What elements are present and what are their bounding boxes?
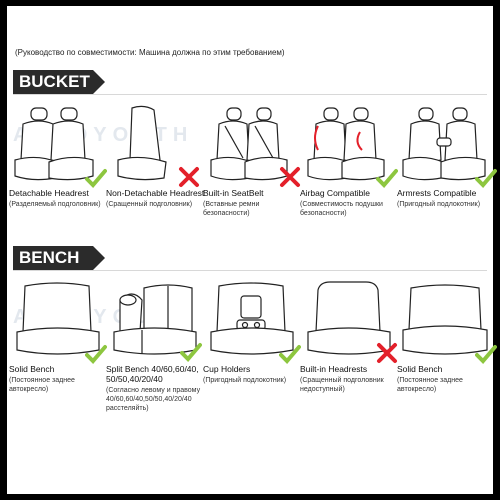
bench-seat-illustration bbox=[402, 284, 488, 355]
check-icon bbox=[279, 345, 301, 364]
item-subtitle: (Сращенный подголовник недоступный) bbox=[300, 377, 384, 393]
bucket-seat-illustration bbox=[117, 105, 167, 181]
bench-seat-illustration bbox=[307, 281, 391, 355]
bench-seat-illustration bbox=[113, 284, 197, 355]
item-subtitle: (Вставные ремни безопасности) bbox=[203, 201, 260, 217]
item-subtitle: (Пригодный подлокотник) bbox=[397, 201, 481, 208]
item-title: Armrests Compatible bbox=[397, 188, 477, 198]
item-subtitle: (Разделяемый подголовник) bbox=[9, 201, 101, 208]
item-subtitle: (Сращенный подголовник) bbox=[106, 201, 193, 208]
item-title: Split Bench 40/60,60/40, 50/50,40/20/40 bbox=[106, 364, 199, 384]
bucket-seat-illustration bbox=[210, 107, 288, 181]
item-title: Non-Detachable Headrest bbox=[106, 188, 205, 198]
compatibility-guide: (Руководство по совместимости: Машина до… bbox=[7, 6, 497, 494]
bench-heading: BENCH bbox=[13, 246, 105, 270]
bench-seat-illustration bbox=[210, 282, 294, 355]
bucket-item-non-detachable-headrest: Non-Detachable Headrest (Сращенный подго… bbox=[106, 102, 206, 209]
bucket-seat-illustration bbox=[307, 107, 385, 181]
item-title: Solid Bench bbox=[9, 364, 55, 374]
bucket-seat-illustration bbox=[402, 107, 486, 181]
bench-item-solid-bench-2: Solid Bench (Постоянное заднее автокресл… bbox=[397, 280, 497, 394]
bucket-seat-illustration bbox=[14, 107, 94, 181]
check-icon bbox=[475, 169, 497, 188]
bench-seat-illustration bbox=[16, 282, 100, 355]
item-title: Built-in SeatBelt bbox=[203, 188, 264, 198]
cross-icon bbox=[179, 167, 199, 187]
divider bbox=[13, 270, 487, 271]
item-title: Detachable Headrest bbox=[9, 188, 89, 198]
check-icon bbox=[475, 345, 497, 364]
cross-icon bbox=[377, 343, 397, 363]
bench-item-solid-bench: Solid Bench (Постоянное заднее автокресл… bbox=[9, 280, 109, 394]
cross-icon bbox=[280, 167, 300, 187]
item-title: Airbag Compatible bbox=[300, 188, 370, 198]
item-title: Cup Holders bbox=[203, 364, 251, 374]
divider bbox=[13, 94, 487, 95]
check-icon bbox=[85, 345, 107, 364]
item-title: Built-in Headrests bbox=[300, 364, 368, 374]
bench-item-built-in-headrests: Built-in Headrests (Сращенный подголовни… bbox=[300, 280, 400, 394]
item-subtitle: (Совместимость подушки безопасности) bbox=[300, 201, 383, 217]
item-subtitle: (Постоянное заднее автокресло) bbox=[397, 377, 463, 393]
item-subtitle: (Согласно левому и правому 40/60,60/40,5… bbox=[106, 387, 201, 412]
bucket-item-detachable-headrest: Detachable Headrest (Разделяемый подголо… bbox=[9, 102, 109, 209]
item-subtitle: (Пригодный подлокотник) bbox=[203, 377, 287, 384]
bucket-item-built-in-seatbelt: Built-in SeatBelt (Вставные ремни безопа… bbox=[203, 102, 303, 218]
check-icon bbox=[180, 343, 202, 362]
bench-item-cup-holders: Cup Holders (Пригодный подлокотник) bbox=[203, 280, 303, 385]
bucket-item-airbag-compatible: Airbag Compatible (Совместимость подушки… bbox=[300, 102, 400, 218]
bench-item-split-bench: Split Bench 40/60,60/40, 50/50,40/20/40 … bbox=[106, 280, 206, 413]
item-subtitle: (Постоянное заднее автокресло) bbox=[9, 377, 75, 393]
bucket-heading: BUCKET bbox=[13, 70, 105, 94]
check-icon bbox=[85, 169, 107, 188]
check-icon bbox=[376, 169, 398, 188]
bucket-item-armrests-compatible: Armrests Compatible (Пригодный подлокотн… bbox=[397, 102, 497, 209]
compatibility-note: (Руководство по совместимости: Машина до… bbox=[15, 48, 285, 57]
item-title: Solid Bench bbox=[397, 364, 443, 374]
